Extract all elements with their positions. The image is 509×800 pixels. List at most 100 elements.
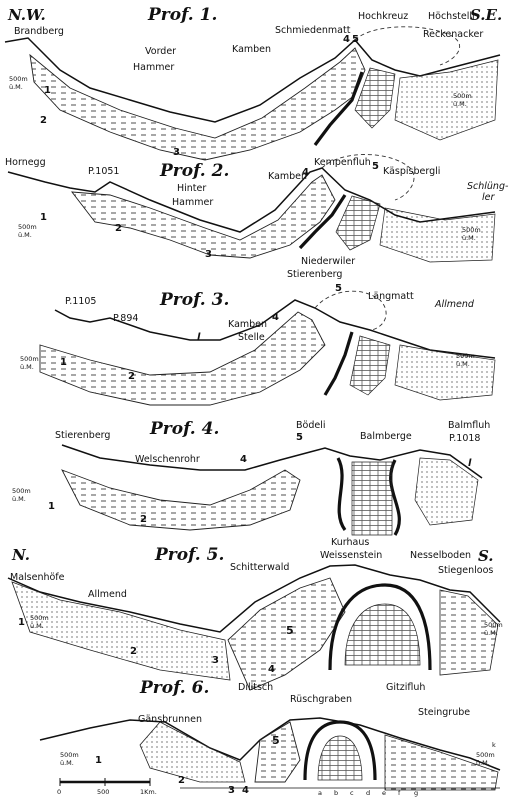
profile-1-dotted xyxy=(395,60,498,140)
profile-6-section xyxy=(40,718,500,790)
profile-3-dotted xyxy=(395,345,495,400)
p1-corner-se: S.E. xyxy=(470,8,502,23)
p2-unit-4: 4 xyxy=(302,168,309,178)
p1-datum-left: 500m xyxy=(9,76,28,83)
profile-4-brick-bed xyxy=(352,462,392,535)
p6-place-gitzifluh: Gitzifluh xyxy=(386,683,425,693)
p4-unit-l: l xyxy=(468,459,471,469)
p3-place-p894: P.894 xyxy=(113,314,138,324)
p2-place-p1051: P.1051 xyxy=(88,167,119,177)
p3-place-kamben: Kamben xyxy=(228,320,267,330)
p1-unit-5: 5 xyxy=(352,35,359,45)
p5-unit-3: 3 xyxy=(212,656,219,666)
p5-place-nesselboden: Nesselboden xyxy=(410,551,471,561)
p4-place-stierenberg: Stierenberg xyxy=(55,431,110,441)
p2-unit-3: 3 xyxy=(205,250,212,260)
p5-datum-right: 500m xyxy=(484,622,503,629)
p4-datum-left: 500m xyxy=(12,488,31,495)
p5-title: Prof. 5. xyxy=(155,547,224,564)
p4-place-p1018: P.1018 xyxy=(449,434,480,444)
p6-unit-2: 2 xyxy=(178,776,185,786)
p1-datum-left-sub: ü.M. xyxy=(9,84,23,91)
profile-5-section xyxy=(8,565,500,690)
p2-place-hammer: Hammer xyxy=(172,198,213,208)
p2-datum-left: 500m xyxy=(18,224,37,231)
p2-unit-1: 1 xyxy=(40,213,47,223)
p3-place-stelle: Stelle xyxy=(238,333,265,343)
p4-unit-2: 2 xyxy=(140,515,147,525)
p6-unit-5: 5 xyxy=(272,735,280,746)
p5-place-malsenhoefe: Malsenhöfe xyxy=(10,573,65,583)
p2-datum-right-sub: ü.M. xyxy=(462,235,476,242)
p3-unit-2: 2 xyxy=(128,372,135,382)
p6-legend-c: c xyxy=(350,790,354,797)
profile-6-dotted xyxy=(140,722,245,782)
p6-place-rueschgraben: Rüschgraben xyxy=(290,695,352,705)
p4-unit-1: 1 xyxy=(48,502,55,512)
p2-place-schluengler-1: Schlüng- xyxy=(467,182,508,192)
p5-place-allmend: Allmend xyxy=(88,590,127,600)
p1-place-hammer: Hammer xyxy=(133,63,174,73)
p4-place-boedeli: Bödeli xyxy=(296,421,325,431)
p6-datum-left-sub: ü.M. xyxy=(60,760,74,767)
p1-unit-1: 1 xyxy=(44,86,51,96)
p3-unit-5: 5 xyxy=(335,284,342,294)
p5-place-stiegenloos: Stiegenloos xyxy=(438,566,493,576)
p6-place-steingrube: Steingrube xyxy=(418,708,470,718)
p5-datum-left-sub: ü.M. xyxy=(30,623,44,630)
p1-place-hoechstelli: Höchstelli xyxy=(428,12,475,22)
p1-unit-2: 2 xyxy=(40,116,47,126)
p1-place-kamben: Kamben xyxy=(232,45,271,55)
p1-place-brandberg: Brandberg xyxy=(14,27,64,37)
p3-unit-1: 1 xyxy=(60,358,67,368)
p6-datum-right-sub: ü.M. xyxy=(476,760,490,767)
p4-place-welschenrohr: Welschenrohr xyxy=(135,455,200,465)
p2-place-kaespisbergli: Käspisbergli xyxy=(383,167,440,177)
p5-unit-5: 5 xyxy=(286,625,294,636)
profile-3-strata xyxy=(40,312,325,405)
p3-place-stierenberg: Stierenberg xyxy=(287,270,342,280)
p5-corner-s: S. xyxy=(478,549,494,564)
p5-place-schitterwald: Schitterwald xyxy=(230,563,289,573)
p6-unit-1: 1 xyxy=(95,756,102,766)
p4-unit-4: 4 xyxy=(240,455,247,465)
p4-datum-left-sub: ü.M. xyxy=(12,496,26,503)
p2-unit-2: 2 xyxy=(115,224,122,234)
p1-place-schmiedenmatt: Schmiedenmatt xyxy=(275,26,350,36)
scale-label-0: 0 xyxy=(57,789,61,796)
profile-6-strata xyxy=(255,722,300,782)
p1-place-hochkreuz: Hochkreuz xyxy=(358,12,408,22)
p1-unit-4: 4 xyxy=(343,35,350,45)
p4-place-balmberge: Balmberge xyxy=(360,432,412,442)
p3-unit-4: 4 xyxy=(272,313,279,323)
p3-datum-right-sub: ü.M. xyxy=(456,361,470,368)
p1-datum-right-sub: ü.M. xyxy=(453,101,467,108)
profile-4-strata xyxy=(62,470,300,530)
p3-datum-right: 500m xyxy=(456,353,475,360)
p5-unit-2: 2 xyxy=(130,647,137,657)
scale-label-500: 500 xyxy=(97,789,109,796)
p1-place-reckenacker: Reckenacker xyxy=(423,30,483,40)
p6-datum-left: 500m xyxy=(60,752,79,759)
p3-place-laengmatt: Längmatt xyxy=(368,292,414,302)
p5-unit-1: 1 xyxy=(18,618,25,628)
p5-datum-left: 500m xyxy=(30,615,49,622)
p6-place-dilitsch: Dilitsch xyxy=(238,683,273,693)
p2-place-hornegg: Hornegg xyxy=(5,158,46,168)
p2-place-hinter: Hinter xyxy=(177,184,206,194)
p6-legend-g: g xyxy=(414,790,418,797)
profile-2-dotted xyxy=(380,208,495,262)
p6-title: Prof. 6. xyxy=(140,680,209,697)
p2-unit-5: 5 xyxy=(372,162,379,172)
p6-unit-3: 3 xyxy=(228,786,235,796)
p3-unit-l: l xyxy=(197,333,200,343)
p2-datum-left-sub: ü.M. xyxy=(18,232,32,239)
p4-title: Prof. 4. xyxy=(150,421,219,438)
profile-3-section xyxy=(40,291,495,405)
p3-place-niederwiler: Niederwiler xyxy=(301,257,355,267)
profile-3-black-bed xyxy=(325,332,352,395)
p5-unit-4: 4 xyxy=(268,665,275,675)
profile-4-black-bed-a xyxy=(338,458,345,530)
p5-corner-n: N. xyxy=(12,548,30,563)
